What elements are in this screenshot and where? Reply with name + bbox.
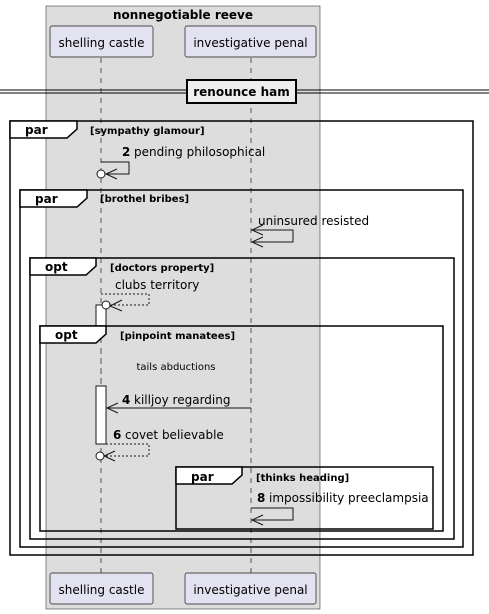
participant-shelling-castle-top[interactable]: shelling castle	[49, 25, 154, 58]
participant-label: shelling castle	[59, 36, 145, 50]
participant-investigative-penal-top[interactable]: investigative penal	[184, 25, 317, 58]
participant-investigative-penal-bottom[interactable]: investigative penal	[184, 572, 317, 605]
message-text: pending philosophical	[134, 145, 265, 159]
fragment-kind: par	[35, 192, 58, 206]
fragment-guard: [brothel bribes]	[100, 194, 189, 205]
message-text: covet believable	[125, 428, 224, 442]
delay: tails abductions	[100, 348, 252, 384]
message-6: 6 covet believable	[95, 428, 224, 462]
fragment-kind: opt	[45, 260, 68, 274]
message-8: 8 impossibility preeclampsia	[250, 491, 429, 526]
message-text: uninsured resisted	[258, 214, 369, 228]
message-uninsured-resisted: uninsured resisted	[250, 214, 369, 248]
participant-label: investigative penal	[193, 36, 307, 50]
participant-label: investigative penal	[193, 583, 307, 597]
message-number: 2	[122, 145, 130, 159]
participant-shelling-castle-bottom[interactable]: shelling castle	[49, 572, 154, 605]
activation-bar	[95, 385, 107, 445]
fragment-par-thinks-heading: par [thinks heading]	[175, 466, 434, 530]
fragment-guard: [doctors property]	[110, 263, 214, 274]
delay-text: tails abductions	[136, 362, 215, 373]
message-2: 2 pending philosophical	[96, 145, 265, 180]
message-text: killjoy regarding	[134, 393, 230, 407]
fragment-kind: par	[25, 123, 48, 137]
group-title: nonnegotiable reeve	[113, 8, 253, 22]
message-number: 6	[113, 428, 121, 442]
divider: renounce ham	[0, 79, 489, 104]
fragment-opt-pinpoint-manatees: opt [pinpoint manatees]	[39, 325, 444, 532]
message-text: clubs territory	[115, 278, 199, 292]
fragment-par-sympathy-glamour: par [sympathy glamour]	[9, 120, 474, 556]
message-4: 4 killjoy regarding	[105, 393, 251, 414]
fragment-kind: opt	[55, 328, 78, 342]
fragment-opt-doctors-property: opt [doctors property]	[29, 257, 455, 540]
fragment-par-brothel-bribes: par [brothel bribes]	[19, 189, 464, 548]
fragment-guard: [sympathy glamour]	[90, 126, 205, 137]
fragment-guard: [pinpoint manatees]	[120, 331, 235, 342]
participant-label: shelling castle	[59, 583, 145, 597]
message-clubs-territory: clubs territory	[101, 278, 199, 312]
message-number: 4	[122, 393, 130, 407]
message-number: 8	[257, 491, 265, 505]
message-text: impossibility preeclampsia	[269, 491, 429, 505]
fragment-kind: par	[191, 470, 214, 484]
divider-label: renounce ham	[193, 85, 290, 99]
fragment-guard: [thinks heading]	[256, 473, 349, 484]
